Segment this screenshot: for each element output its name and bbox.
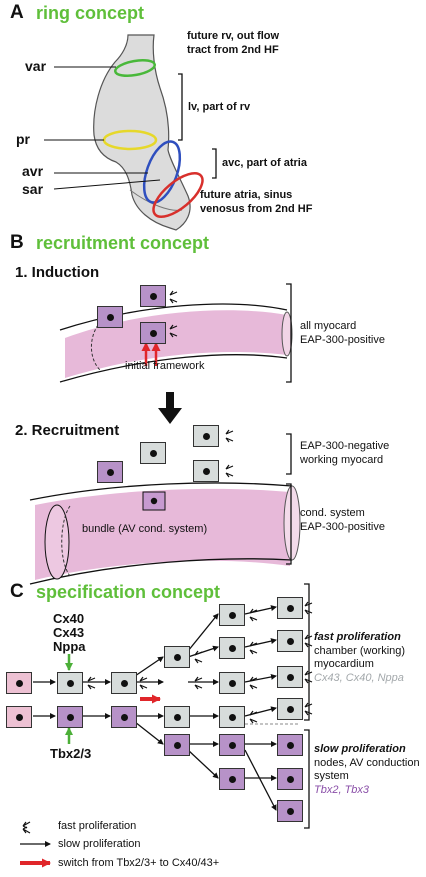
- fast-proliferation-icon: [304, 670, 313, 684]
- fast-proliferation-note: fast proliferation chamber (working) myo…: [314, 631, 406, 684]
- fast-proliferation-icon: [304, 634, 313, 648]
- legend-fast: fast proliferation: [58, 820, 137, 832]
- working-cell: [219, 637, 245, 659]
- conduction-cell: [277, 768, 303, 790]
- fast-proliferation-icon: [194, 650, 203, 664]
- fast-proliferation-icon: [249, 710, 258, 724]
- working-cell: [277, 630, 303, 652]
- marker-tbx: Tbx2/3: [50, 746, 92, 761]
- working-cell: [277, 698, 303, 720]
- down-arrow: [158, 392, 182, 424]
- note-future-rv: future rv, out flow tract from 2nd HF: [187, 30, 280, 56]
- legend-switch: switch from Tbx2/3+ to Cx40/43+: [58, 857, 220, 869]
- fast-proliferation-icon: [225, 429, 234, 443]
- legend-fast-icon: [22, 821, 31, 834]
- legend-slow: slow proliferation: [58, 838, 141, 850]
- panel-b-title: recruitment concept: [36, 233, 210, 253]
- fast-proliferation-icon: [169, 324, 178, 338]
- induction-cell: [140, 322, 166, 344]
- induction-cell: [140, 285, 166, 307]
- working-cell: [219, 604, 245, 626]
- initial-framework-label: initial framework: [125, 360, 205, 372]
- conduction-cell: [164, 734, 190, 756]
- working-cell: [277, 666, 303, 688]
- working-cell: [277, 597, 303, 619]
- label-sar: sar: [22, 181, 44, 197]
- working-cell: [219, 706, 245, 728]
- working-cell: [219, 672, 245, 694]
- fast-proliferation-icon: [87, 676, 96, 690]
- panel-a-letter: A: [10, 2, 24, 23]
- note-future-atria: future atria, sinus venosus from 2nd HF: [200, 189, 313, 215]
- fast-proliferation-icon: [304, 702, 313, 716]
- bundle-label: bundle (AV cond. system): [82, 523, 208, 535]
- working-cell: [57, 672, 83, 694]
- fast-proliferation-icon: [194, 676, 203, 690]
- panel-c-letter: C: [10, 581, 24, 602]
- precursor-cell: [6, 672, 32, 694]
- fast-proliferation-icon: [249, 676, 258, 690]
- fast-proliferation-icon: [139, 676, 148, 690]
- recruitment-cell: [193, 460, 219, 482]
- conduction-cell: [277, 800, 303, 822]
- fast-proliferation-icon: [225, 464, 234, 478]
- step-induction: 1. Induction: [15, 264, 100, 281]
- working-cell: [111, 672, 137, 694]
- panel-a-title: ring concept: [36, 3, 145, 23]
- conduction-cell: [111, 706, 137, 728]
- panel-c-title: specification concept: [36, 582, 221, 602]
- fast-proliferation-markers: [87, 290, 313, 724]
- fast-proliferation-icon: [304, 601, 313, 615]
- working-cell: [164, 706, 190, 728]
- sar-ring: [152, 172, 204, 218]
- note-all-myocard: all myocard EAP-300-positive: [300, 320, 385, 346]
- working-cell: [164, 646, 190, 668]
- conduction-cell: [219, 734, 245, 756]
- recruitment-tube: [29, 482, 301, 585]
- note-lv: lv, part of rv: [188, 101, 251, 113]
- label-pr: pr: [16, 131, 30, 147]
- conduction-cell: [277, 734, 303, 756]
- fast-proliferation-icon: [249, 641, 258, 655]
- note-eap-negative: EAP-300-negative working myocard: [300, 440, 390, 466]
- fast-proliferation-icon: [249, 608, 258, 622]
- recruitment-cell: [140, 442, 166, 464]
- recruitment-cell: [193, 425, 219, 447]
- note-cond-system: cond. system EAP-300-positive: [300, 507, 385, 533]
- var-ring: [114, 59, 156, 77]
- markers-top: Cx40 Cx43 Nppa: [53, 611, 86, 654]
- conduction-cell: [57, 706, 83, 728]
- avr-ring: [142, 140, 182, 204]
- recruitment-cell: [97, 461, 123, 483]
- note-avc: avc, part of atria: [222, 157, 307, 169]
- label-avr: avr: [22, 163, 44, 179]
- slow-proliferation-note: slow proliferation nodes, AV conduction …: [314, 743, 420, 796]
- induction-cell: [97, 306, 123, 328]
- conduction-cell: [219, 768, 245, 790]
- label-var: var: [25, 58, 47, 74]
- panel-b-letter: B: [10, 232, 24, 253]
- step-recruitment: 2. Recruitment: [15, 422, 120, 439]
- precursor-cell: [6, 706, 32, 728]
- fast-proliferation-icon: [169, 290, 178, 304]
